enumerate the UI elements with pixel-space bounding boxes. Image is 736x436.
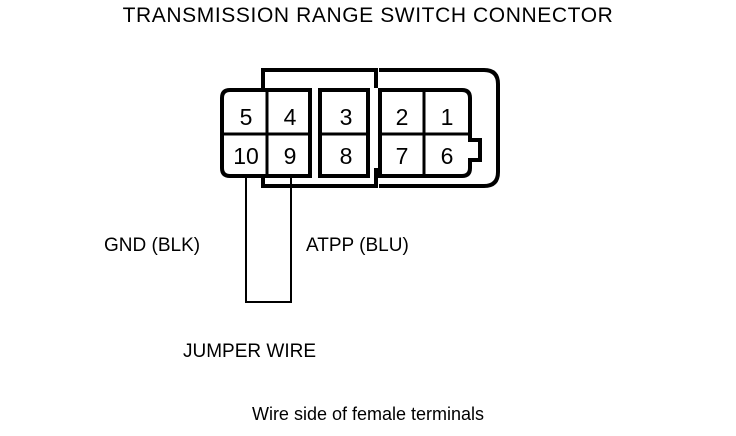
terminal-number-1: 1 [440,104,454,130]
label-jumper-wire: JUMPER WIRE [183,341,316,362]
terminal-number-3: 3 [339,104,353,130]
terminal-number-5: 5 [239,104,253,130]
label-gnd-blk: GND (BLK) [104,235,201,256]
label-view-note: Wire side of female terminals [251,404,485,424]
terminal-number-6: 6 [440,143,454,169]
jumper-wire-path [245,176,292,303]
label-atpp-blu: ATPP (BLU) [306,235,409,256]
terminal-number-10: 10 [233,143,259,169]
page-title: TRANSMISSION RANGE SWITCH CONNECTOR [122,4,614,27]
terminal-number-8: 8 [339,143,353,169]
terminal-number-7: 7 [395,143,409,169]
terminal-number-9: 9 [283,143,297,169]
terminal-number-4: 4 [283,104,297,130]
top-retaining-tab [261,68,378,88]
right-outer-shell [379,68,500,188]
terminal-number-2: 2 [395,104,409,130]
